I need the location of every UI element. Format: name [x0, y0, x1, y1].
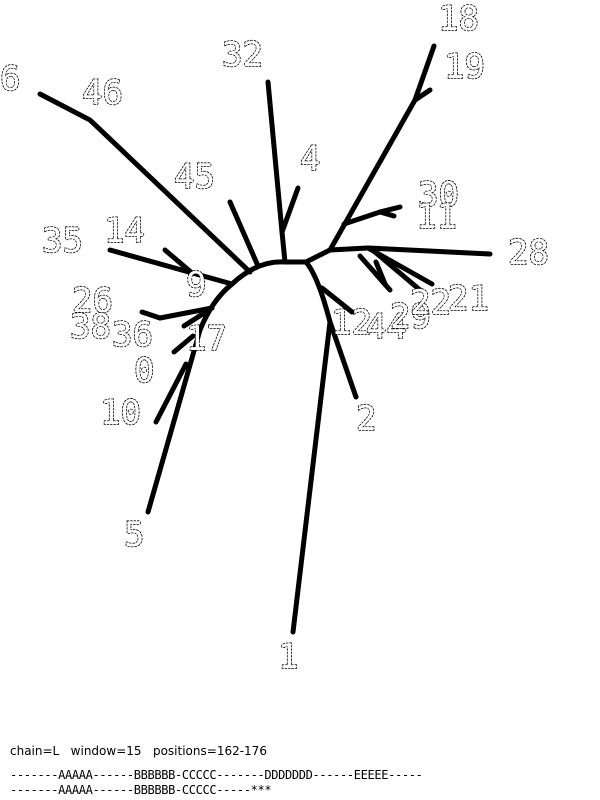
branch-18	[412, 43, 437, 103]
branch-22	[372, 249, 423, 293]
leaf-label-38: 38	[70, 307, 111, 347]
branch-14	[162, 247, 195, 276]
leaf-label-0: 0	[134, 351, 154, 391]
branch-0	[171, 333, 196, 355]
tree-labels: 1 2 12 44 29 22 21 28 30 11 19 18 4 32 4…	[0, 0, 550, 678]
leaf-label-12: 12	[331, 303, 372, 343]
leaf-label-46: 46	[82, 73, 123, 113]
leaf-label-5: 5	[124, 515, 144, 555]
leaf-label-45: 45	[174, 157, 215, 197]
leaf-label-28: 28	[508, 233, 549, 273]
leaf-label-35: 35	[42, 221, 83, 261]
leaf-label-2: 2	[356, 399, 376, 439]
leaf-label-36: 36	[112, 315, 153, 355]
branch-6	[37, 91, 253, 275]
branch-12	[319, 285, 355, 315]
leaf-label-6: 6	[0, 59, 20, 99]
tree-backbone	[229, 245, 371, 287]
sequence-line-2: -------AAAAA------BBBBBB-CCCCC-----***	[10, 783, 272, 797]
branch-2	[327, 319, 359, 400]
leaf-label-26: 26	[72, 281, 113, 321]
leaf-label-17: 17	[186, 319, 227, 359]
tree-edges	[37, 43, 493, 635]
leaf-label-9: 9	[186, 265, 206, 305]
branch-4	[279, 185, 301, 235]
branch-26	[139, 305, 215, 321]
leaf-label-1: 1	[278, 637, 298, 677]
leaf-label-30: 30	[418, 175, 459, 215]
leaf-label-11: 11	[416, 197, 457, 237]
branch-10	[153, 361, 189, 425]
leaf-label-4: 4	[300, 139, 320, 179]
branch-44	[357, 253, 393, 293]
leaf-label-19: 19	[444, 47, 485, 87]
leaf-label-22: 22	[410, 283, 451, 323]
branch-32	[265, 79, 288, 265]
leaf-label-14: 14	[104, 211, 145, 251]
phylogenetic-tree: 1 2 12 44 29 22 21 28 30 11 19 18 4 32 4…	[0, 0, 550, 678]
branch-45	[227, 199, 261, 269]
branch-28	[365, 245, 493, 257]
window-info: chain=L window=15 positions=162-176	[10, 744, 267, 758]
leaf-label-21: 21	[448, 279, 489, 319]
leaf-label-10: 10	[100, 393, 141, 433]
sequence-line-1: -------AAAAA------BBBBBB-CCCCC-------DDD…	[10, 768, 423, 782]
branch-1	[290, 259, 333, 635]
branch-35	[107, 247, 235, 287]
branch-5	[145, 281, 235, 515]
leaf-label-29: 29	[390, 297, 431, 337]
leaf-label-32: 32	[222, 35, 263, 75]
leaf-label-18: 18	[438, 0, 479, 39]
leaf-label-44: 44	[366, 307, 407, 347]
branch-11	[377, 209, 397, 219]
